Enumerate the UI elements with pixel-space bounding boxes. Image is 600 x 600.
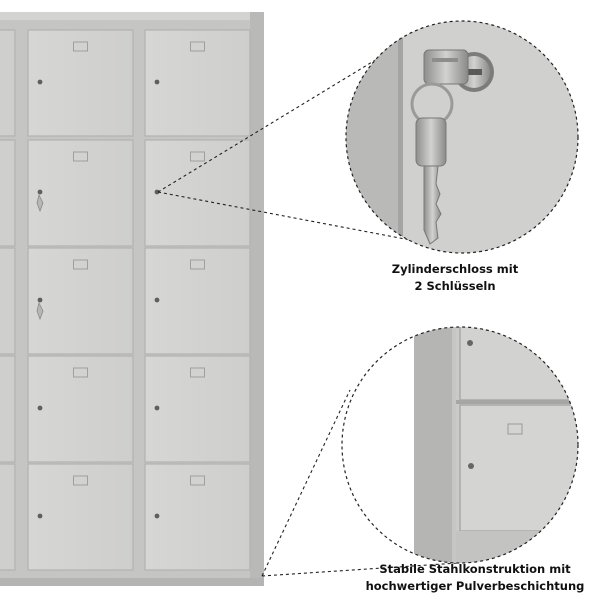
caption-steel: Stabile Stahlkonstruktion mit hochwertig… [355, 561, 595, 595]
zoom-circle-lock [345, 20, 579, 254]
caption-lock: Zylinderschloss mit 2 Schlüsseln [390, 261, 520, 295]
locker-doors [0, 29, 251, 571]
keyhole-icon [37, 297, 43, 303]
hanging-key-icon [36, 301, 44, 321]
keyhole-icon [154, 297, 160, 303]
callout-line-steel-bottom [261, 562, 459, 577]
keyhole-icon [154, 189, 160, 195]
caption-steel-line2: hochwertiger Pulverbeschichtung [365, 579, 585, 593]
locker-door [144, 29, 251, 137]
label-holder-icon [73, 41, 88, 52]
locker-door [144, 247, 251, 355]
label-holder-icon [190, 41, 205, 52]
label-holder-icon [73, 367, 88, 378]
locker-door [0, 355, 16, 463]
locker-door [0, 139, 16, 247]
label-holder-icon [190, 259, 205, 270]
spare-key-icon [415, 117, 447, 245]
keyhole-icon [154, 513, 160, 519]
locker-door [27, 463, 134, 571]
label-holder-icon [73, 259, 88, 270]
hanging-key-icon [36, 193, 44, 213]
label-holder-icon [190, 367, 205, 378]
locker-door [144, 355, 251, 463]
callout-line-steel-top [261, 389, 351, 577]
locker-door [27, 247, 134, 355]
keyhole-icon [154, 79, 160, 85]
label-holder-icon [190, 151, 205, 162]
zoom-door-upper [459, 327, 578, 401]
keyhole-icon [37, 405, 43, 411]
locker-door [27, 355, 134, 463]
locker-door [0, 247, 16, 355]
caption-lock-line2: 2 Schlüsseln [414, 279, 496, 293]
locker-door [0, 463, 16, 571]
caption-steel-line1: Stabile Stahlkonstruktion mit [379, 562, 571, 576]
keyhole-icon [37, 189, 43, 195]
keyhole-icon [154, 405, 160, 411]
locker-door [0, 29, 16, 137]
keyhole-icon [37, 79, 43, 85]
locker-door [144, 139, 251, 247]
label-holder-icon [73, 151, 88, 162]
locker-door [27, 29, 134, 137]
callout-line-lock-top [157, 55, 383, 193]
callout-line-lock-bottom [157, 191, 448, 248]
label-holder-icon [190, 475, 205, 486]
locker-door [27, 139, 134, 247]
label-holder-icon [73, 475, 88, 486]
caption-lock-line1: Zylinderschloss mit [391, 262, 519, 276]
locker-door [144, 463, 251, 571]
zoom-circle-steel [341, 326, 579, 564]
callout-lines [157, 55, 459, 577]
keyhole-icon [37, 513, 43, 519]
